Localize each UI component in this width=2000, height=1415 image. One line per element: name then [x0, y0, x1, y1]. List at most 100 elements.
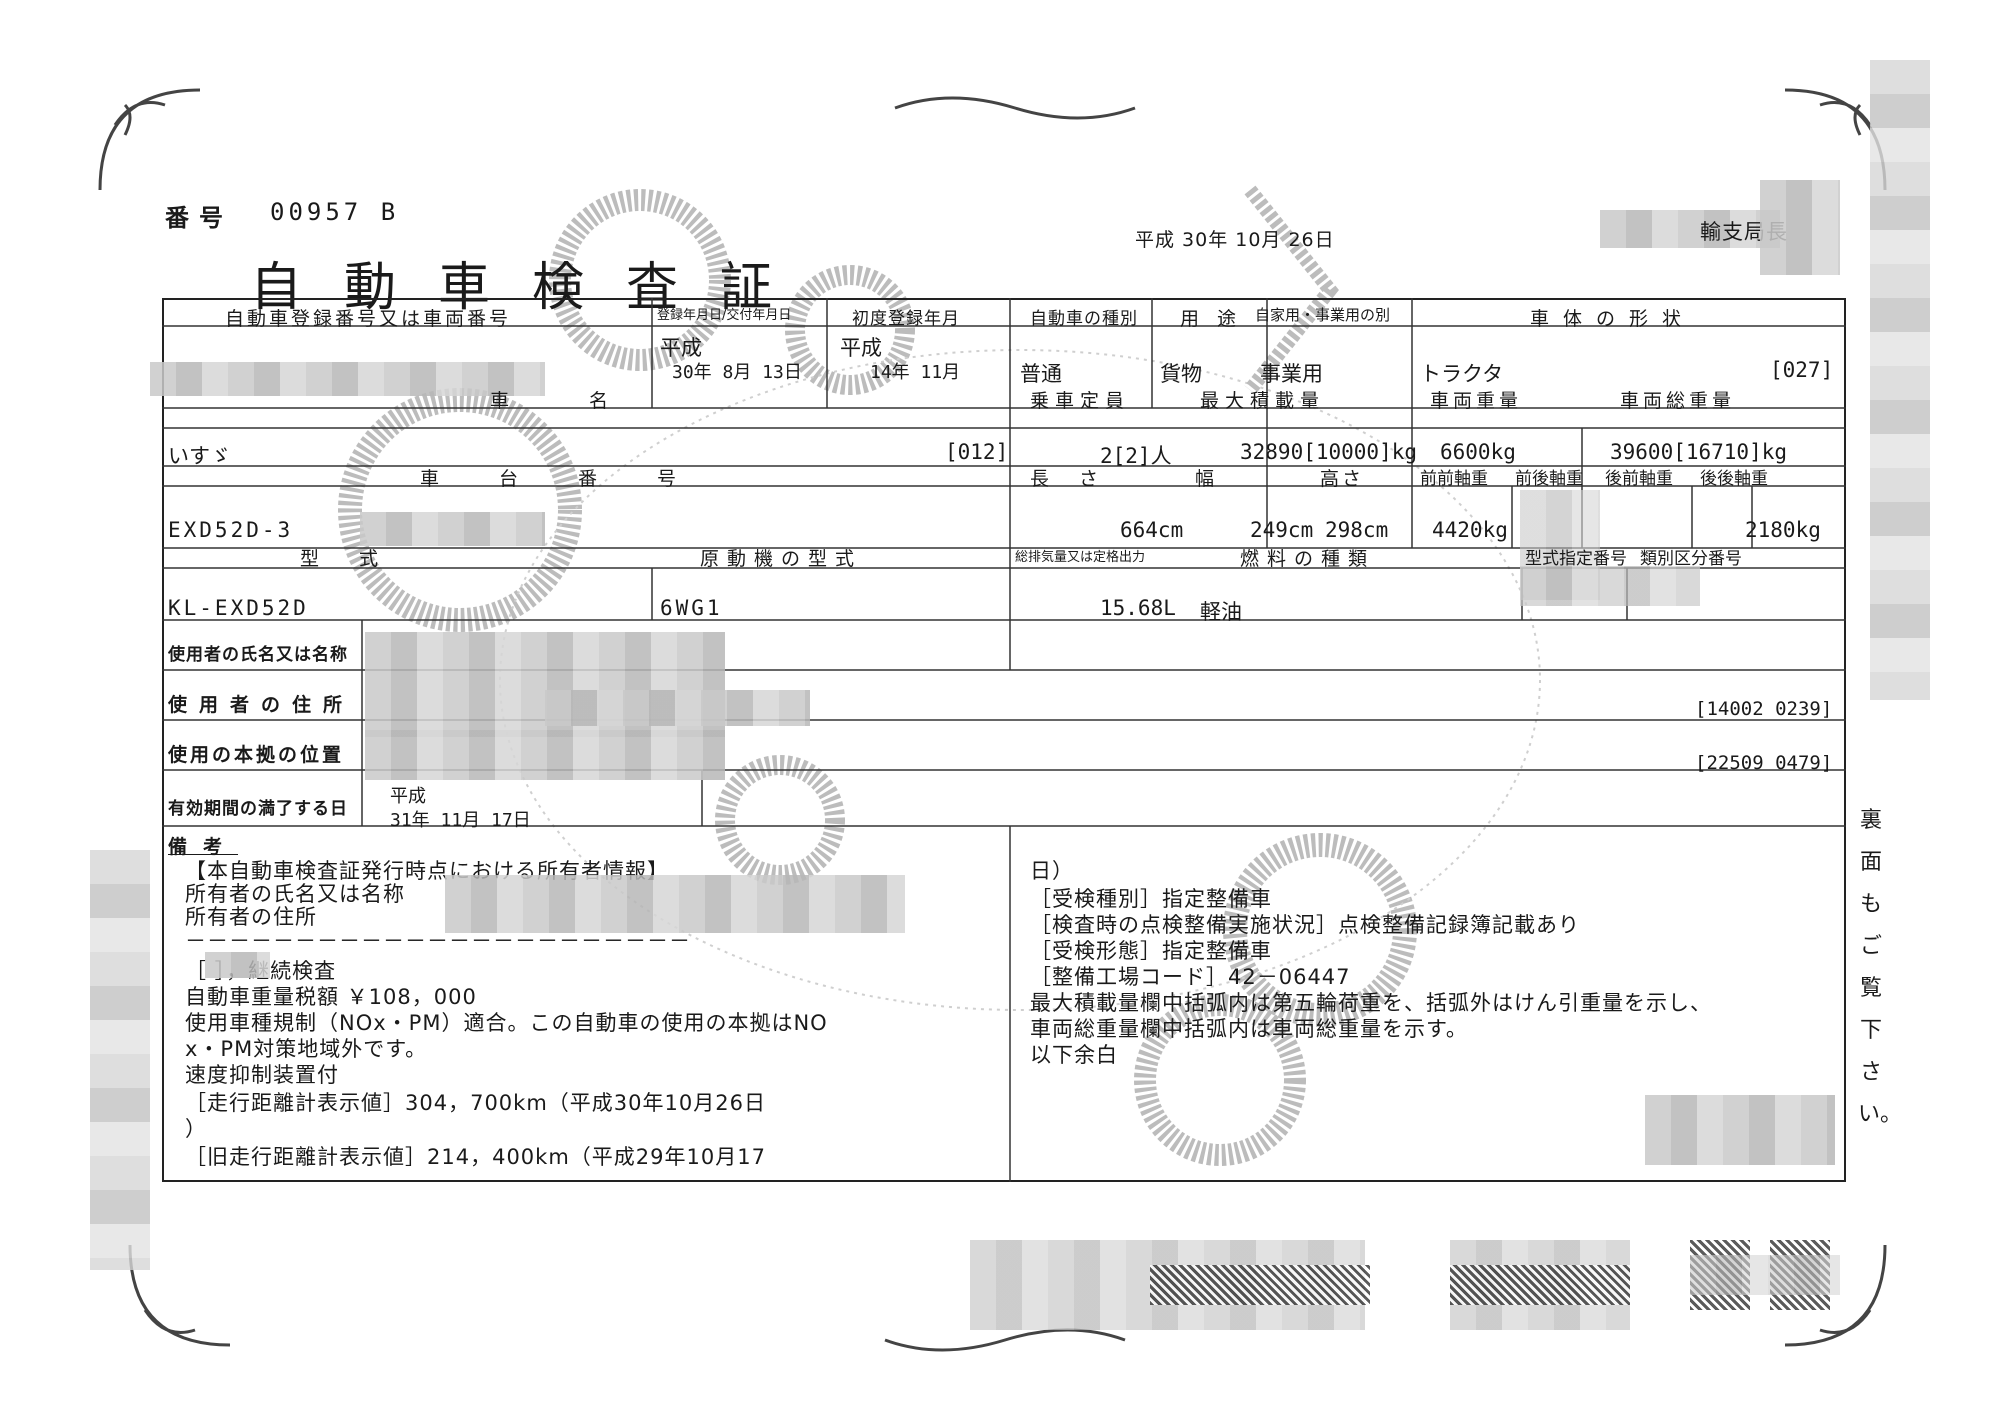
type-number-blur: [1520, 566, 1700, 606]
remark-line: x・PM対策地域外です。: [185, 1037, 428, 1061]
max-load: 32890[10000]kg: [1240, 440, 1418, 464]
header-length: 長さ: [1030, 468, 1129, 490]
engine-model: 6WG1: [660, 596, 723, 620]
remark-line: 以下余白: [1030, 1043, 1118, 1067]
maker: いすゞ: [168, 444, 231, 468]
private-business: 事業用: [1260, 362, 1323, 386]
base-location-label: 使用の本拠の位置: [168, 744, 345, 766]
remark-line: 所有者の住所: [185, 905, 317, 929]
barcode-1: [1150, 1265, 1370, 1305]
body-shape: トラクタ: [1420, 362, 1504, 386]
remark-line: 車両総重量欄中括弧内は車両総重量を示す。: [1030, 1017, 1468, 1041]
right-margin-blur: [1870, 60, 1930, 700]
header-engine-model: 原動機の型式: [700, 548, 863, 570]
base-location-blur: [365, 730, 725, 780]
header-displacement: 総排気量又は定格出力: [1015, 550, 1146, 565]
header-rr-axle: 後後軸重: [1700, 469, 1768, 489]
length: 664cm: [1120, 518, 1184, 542]
remark-line: ［受検種別］指定整備車: [1030, 887, 1272, 911]
model: KL-EXD52D: [168, 596, 309, 620]
owner-address-label: 使用者の住所: [168, 694, 355, 716]
number-label: 番号: [165, 204, 233, 232]
owner-address-blur: [545, 690, 810, 726]
expiry-date: 31年 11月 17日: [390, 810, 531, 831]
remark-line: ［走行距離計表示値］304，700km（平成30年10月26日: [185, 1091, 766, 1115]
rr-axle: 2180kg: [1745, 518, 1821, 542]
side-note: 裏面もご覧下さい。: [1858, 808, 1903, 1127]
remark-line: 使用車種規制（NOx・PM）適合。この自動車の使用の本拠はNO: [185, 1011, 828, 1035]
owner-name-label: 使用者の氏名又は名称: [168, 645, 348, 665]
bottom-right-blur: [1645, 1095, 1835, 1165]
header-fuel: 燃料の種類: [1240, 548, 1376, 570]
header-gross-weight: 車両総重量: [1620, 390, 1736, 412]
remark-line: ［受検形態］指定整備車: [1030, 939, 1272, 963]
reg-date: 30年 8月 13日: [672, 362, 802, 383]
chassis: EXD52D-3: [168, 518, 294, 542]
chassis-blur: [360, 512, 545, 546]
qr-blur: [1690, 1255, 1840, 1295]
header-first-reg: 初度登録年月: [852, 309, 960, 329]
header-fr-axle: 前後軸重: [1515, 469, 1583, 489]
remark-line: ［整備工場コード］42－06447: [1030, 965, 1351, 989]
remark-line: ［旧走行距離計表示値］214，400km（平成29年10月17: [185, 1145, 766, 1169]
corner-ornament-bottom-right: [1784, 1244, 1887, 1347]
vehicle-kind: 普通: [1020, 362, 1062, 386]
header-max-load: 最大積載量: [1200, 390, 1326, 412]
capacity: 2[2]人: [1100, 444, 1172, 468]
address-code: [14002 0239]: [1695, 698, 1833, 720]
document-title: 自動車検査証: [250, 258, 815, 318]
width: 249cm: [1250, 518, 1314, 542]
barcode-2: [1450, 1265, 1630, 1305]
header-model: 型式: [300, 548, 419, 570]
top-center-ornament: [894, 96, 1136, 120]
header-width: 幅: [1195, 468, 1218, 490]
header-type-designation: 型式指定番号: [1525, 549, 1627, 569]
header-height: 高さ: [1320, 468, 1365, 490]
header-vehicle-kind: 自動車の種別: [1030, 309, 1138, 329]
remark-line: 所有者の氏名又は名称: [185, 882, 405, 906]
owner-info-blur: [445, 875, 905, 933]
header-rf-axle: 後前軸重: [1605, 469, 1673, 489]
issue-date: 平成 30年 10月 26日: [1135, 229, 1335, 251]
expiry-label: 有効期間の満了する日: [168, 799, 348, 819]
header-reg-date: 登録年月日/交付年月日: [657, 308, 792, 323]
fuel: 軽油: [1200, 600, 1242, 624]
header-reg-number: 自動車登録番号又は車両番号: [225, 308, 512, 330]
issuer-blur: [1600, 210, 1780, 248]
reg-number-blur: [150, 362, 545, 396]
number-value: 00957 B: [270, 198, 400, 226]
remark-line: 自動車重量税額 ￥108，000: [185, 985, 477, 1009]
vehicle-weight: 6600kg: [1440, 440, 1516, 464]
corner-ornament-top-left: [98, 88, 201, 191]
maker-code: [012]: [945, 440, 1009, 464]
remarks-label: 備考: [168, 836, 239, 858]
height: 298cm: [1325, 518, 1389, 542]
remark-line: 日）: [1030, 859, 1074, 883]
body-code: [027]: [1770, 358, 1834, 382]
header-category-number: 類別区分番号: [1640, 549, 1742, 569]
header-capacity: 乗車定員: [1030, 390, 1131, 412]
certificate-table: [162, 298, 1846, 1182]
header-use: 用途: [1180, 308, 1255, 330]
header-private-business: 自家用・事業用の別: [1255, 306, 1391, 324]
gross-weight: 39600[16710]kg: [1610, 440, 1788, 464]
first-reg-era: 平成: [840, 336, 882, 360]
issuer-stamp-blur: [1760, 180, 1840, 275]
use: 貨物: [1160, 362, 1202, 386]
remark-line: 速度抑制装置付: [185, 1063, 339, 1087]
left-margin-blur: [90, 850, 150, 1270]
remark-line: 最大積載量欄中括弧内は第五輪荷重を、括弧外はけん引重量を示し、: [1030, 991, 1712, 1015]
remark-line: ）: [185, 1117, 207, 1141]
ff-axle: 4420kg: [1432, 518, 1508, 542]
bottom-center-ornament: [884, 1328, 1126, 1352]
remark-line: ［検査時の点検整備実施状況］点検整備記録簿記載あり: [1030, 913, 1580, 937]
watermark-seal: [338, 185, 1541, 1166]
inspection-type-blur: [205, 952, 270, 978]
remark-line: －－－－－－－－－－－－－－－－－－－－－－－: [185, 929, 691, 953]
header-chassis: 車台番号: [420, 468, 737, 490]
header-vehicle-weight: 車両重量: [1430, 390, 1523, 412]
header-body-shape: 車体の形状: [1530, 308, 1696, 330]
displacement: 15.68L: [1100, 596, 1176, 620]
reg-era: 平成: [660, 336, 702, 360]
header-maker: 車名: [490, 390, 689, 412]
